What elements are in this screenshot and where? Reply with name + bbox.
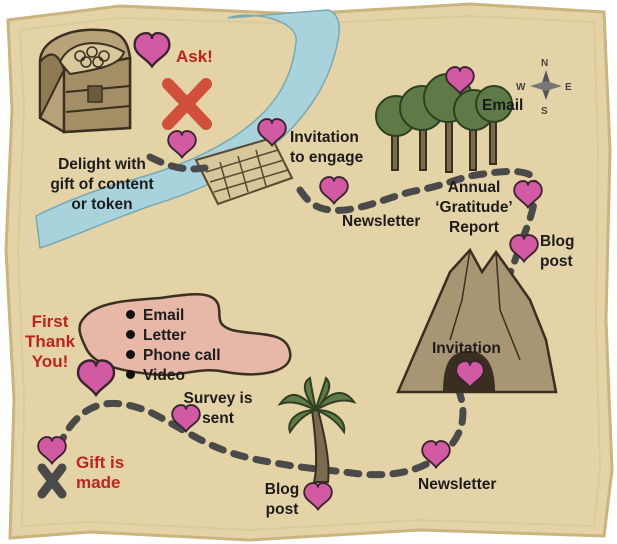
thank-you-method-item: Letter: [126, 326, 186, 346]
bridge: [194, 136, 294, 206]
email-top-label: Email: [482, 97, 524, 114]
blog-post-right-label: Blog post: [540, 233, 575, 270]
compass-icon: N S E W: [516, 58, 572, 117]
svg-text:N: N: [541, 58, 548, 69]
x-mark-ask-icon: [162, 78, 212, 130]
svg-text:W: W: [516, 82, 526, 93]
newsletter-top-label: Newsletter: [342, 213, 421, 230]
treasure-path: [54, 153, 539, 479]
newsletter-bottom-label: Newsletter: [418, 476, 497, 493]
gift-is-made-label: Gift is made: [76, 453, 125, 492]
palm-tree-icon: [277, 376, 357, 483]
thank-you-method-item: Phone call: [126, 346, 221, 366]
ask-label: Ask!: [176, 47, 213, 66]
svg-text:E: E: [565, 82, 572, 93]
invitation-engage-label: Invitation to engage: [290, 129, 364, 166]
river: [35, 9, 340, 250]
x-mark-gift-icon: [37, 463, 67, 499]
thank-you-method-item: Email: [126, 306, 184, 326]
treasure-chest-icon: [38, 28, 132, 134]
svg-text:S: S: [541, 106, 548, 117]
delight-label: Delight with gift of content or token: [50, 156, 154, 213]
thank-you-method-item: Video: [126, 366, 185, 386]
invitation-cave-label: Invitation: [432, 340, 501, 357]
blog-post-bottom-label: Blog post: [264, 481, 300, 518]
survey-label: Survey is sent: [183, 390, 253, 427]
gratitude-report-label: Annual ‘Gratitude’ Report: [435, 179, 513, 236]
parchment-background: [4, 2, 614, 542]
first-thank-you-label: First Thank You!: [24, 312, 76, 371]
